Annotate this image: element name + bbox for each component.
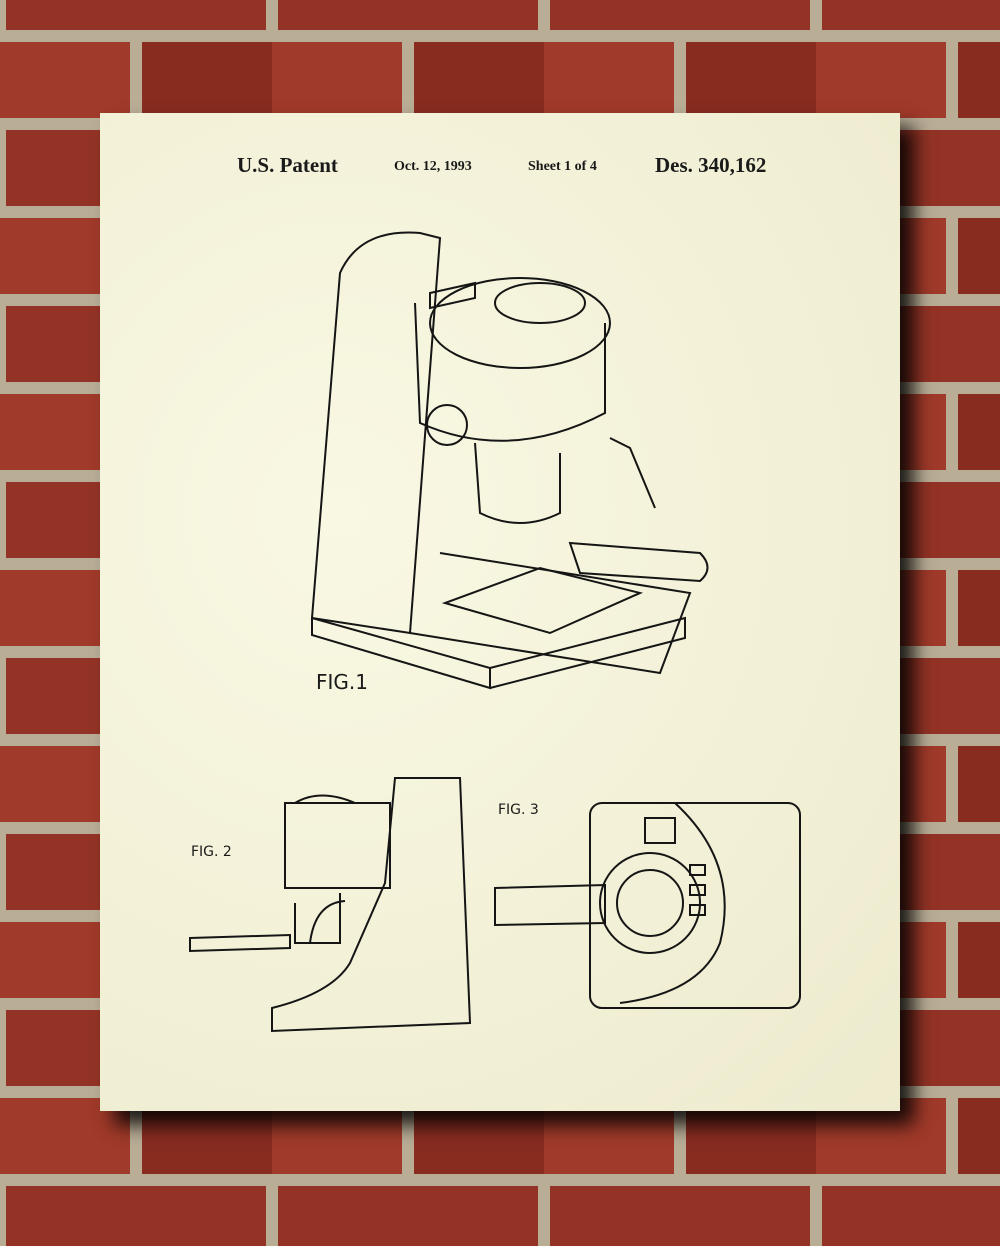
patent-poster: U.S. Patent Oct. 12, 1993 Sheet 1 of 4 D…	[100, 113, 900, 1111]
espresso-machine-drawings	[189, 231, 801, 1033]
fig2-drawing	[189, 777, 472, 1033]
sheet-number: Sheet 1 of 4	[528, 159, 597, 174]
patent-date: Oct. 12, 1993	[394, 159, 472, 174]
fig1-drawing	[310, 231, 709, 690]
fig3-label: FIG. 3	[498, 802, 539, 818]
fig2-label: FIG. 2	[191, 844, 232, 860]
patent-label: U.S. Patent	[237, 153, 338, 177]
design-number: Des. 340,162	[655, 153, 767, 177]
fig3-drawing	[494, 802, 801, 1009]
fig1-label: FIG.1	[316, 670, 368, 694]
